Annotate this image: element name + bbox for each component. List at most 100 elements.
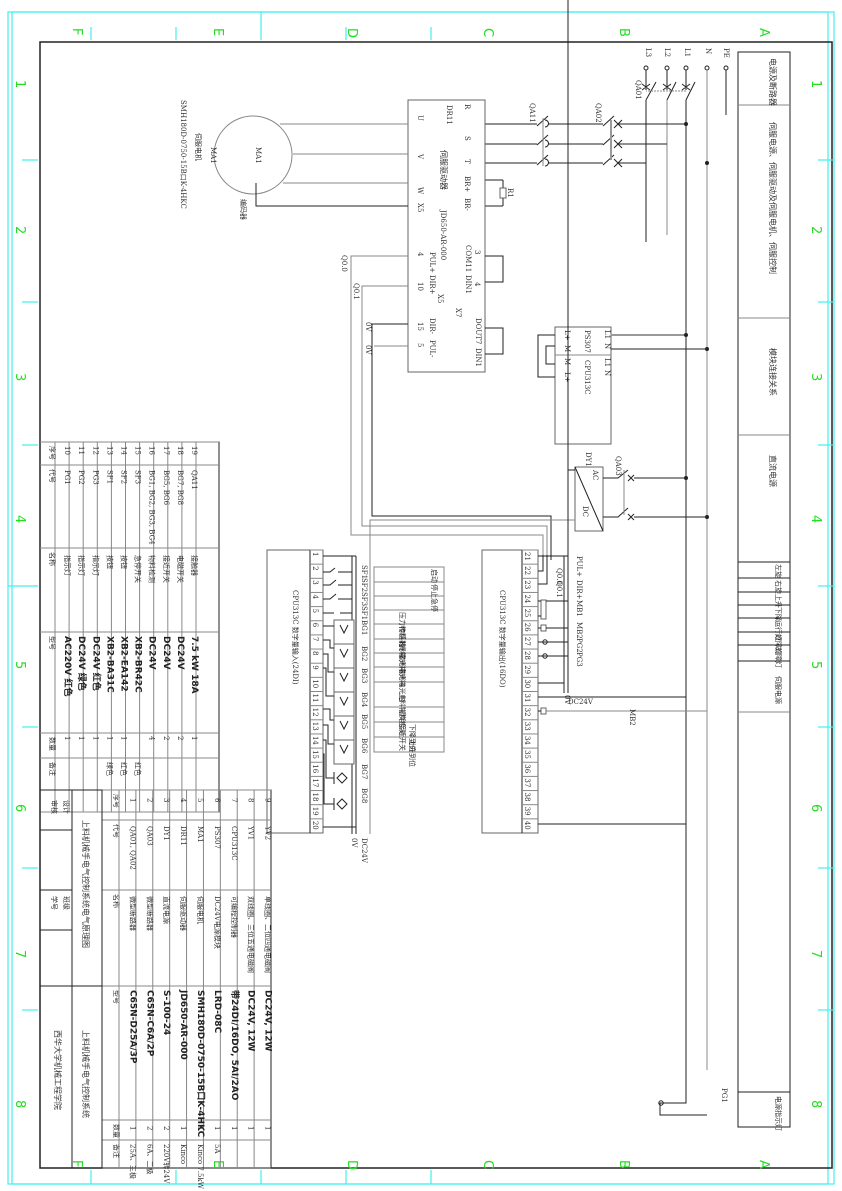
dc-power-supply: AC DC DY1 QA03	[369, 452, 709, 834]
title-block: 审核 设计 学号 班级 上料机械手电气控制系统电气原理图 上料机械手电气控制系统…	[39, 789, 103, 1169]
breaker-qa02-qa11: QA02 QA11	[485, 103, 686, 168]
svg-text:PUL-: PUL-	[428, 340, 436, 358]
bom-header: 序号	[48, 446, 57, 460]
svg-text:Q0.0: Q0.0	[340, 255, 348, 272]
bom-model: DC24V	[161, 636, 171, 670]
terminal-pin: 5	[311, 609, 319, 613]
svg-text:L+: L+	[563, 330, 571, 341]
zone-letters-top: F E D C B A	[69, 28, 771, 38]
terminal-pin: 23	[523, 580, 531, 589]
bom-header: 名称	[112, 894, 121, 908]
bom-header: 名称	[48, 552, 57, 566]
svg-text:上升到位: 上升到位	[408, 739, 417, 767]
review-label: 审核	[50, 800, 59, 814]
svg-text:MB2: MB2	[628, 709, 636, 726]
svg-text:8: 8	[808, 1100, 823, 1108]
power-input: PE N L1 L2 L3 QA01	[634, 48, 730, 1070]
bom-model: XB2-BA31C	[104, 636, 114, 693]
svg-text:初始接近开关: 初始接近开关	[398, 709, 407, 751]
terminal-pin: 6	[311, 623, 319, 628]
svg-text:3: 3	[808, 373, 823, 381]
bom-model: S-100-24	[161, 990, 171, 1035]
svg-text:DIR-: DIR-	[428, 318, 436, 335]
bom-qty: 1	[63, 736, 71, 740]
svg-text:启动: 启动	[430, 569, 439, 583]
bom-code: QA01, QA02	[128, 826, 136, 870]
bom-model: XB2-EA142	[118, 636, 128, 692]
svg-text:Q0.1: Q0.1	[555, 581, 563, 598]
bom-note: 220V转24V	[162, 1144, 171, 1184]
svg-text:D: D	[344, 28, 359, 38]
bom-note: 红色	[119, 762, 128, 776]
svg-text:运行灯: 运行灯	[774, 620, 783, 641]
svg-text:右旋: 右旋	[774, 580, 783, 594]
svg-text:QA02: QA02	[594, 103, 602, 123]
terminal-pin: 24	[523, 594, 531, 603]
zone-letters-bottom: F E D C B A	[69, 1160, 771, 1170]
svg-text:6: 6	[12, 804, 27, 812]
bom-code: BG7, BG8	[176, 470, 184, 505]
bom-no: 5	[196, 798, 204, 802]
bom-no: 1	[128, 798, 136, 802]
svg-text:BG7: BG7	[360, 764, 368, 779]
terminal-pin: 31	[523, 694, 531, 703]
bom-model: 7.5 kW 18A	[189, 636, 199, 694]
terminal-pin: 7	[311, 637, 319, 641]
bom-model: SMH180D-0750-15B口K-4HKC	[195, 990, 206, 1138]
svg-text:编码器: 编码器	[239, 199, 248, 220]
svg-text:7: 7	[808, 950, 823, 958]
svg-text:3: 3	[12, 373, 27, 381]
bom-code: QA11	[190, 470, 198, 490]
terminal-pin: 13	[311, 722, 319, 731]
svg-text:4: 4	[808, 515, 823, 523]
bom-model: C65N-D25A/3P	[127, 990, 137, 1064]
svg-text:N: N	[603, 370, 611, 376]
bom-note: 25A、三极	[128, 1144, 137, 1179]
bom-note: 绿色	[105, 762, 114, 776]
svg-text:C: C	[480, 1160, 495, 1169]
bom-header: 型号	[112, 990, 121, 1004]
bom-no: 12	[91, 446, 99, 455]
bom-code: CPU313C	[230, 826, 238, 861]
bom-qty: 2	[162, 1126, 170, 1130]
svg-text:4: 4	[12, 515, 27, 523]
bom-name: 电磁开关	[176, 555, 185, 583]
bom-header: 序号	[112, 794, 121, 808]
servo-motor: MA1 MA1 伺服电机 SMH180D-0750-15B口K-4HKC 编码器	[179, 100, 408, 220]
svg-text:DIN1: DIN1	[474, 348, 482, 367]
terminal-pin: 2	[311, 566, 319, 570]
design-label: 设计	[62, 800, 71, 814]
svg-text:SMH180D-0750-15B口K-4HKC: SMH180D-0750-15B口K-4HKC	[179, 100, 187, 209]
terminal-pin: 37	[523, 778, 531, 787]
svg-text:BG3: BG3	[360, 668, 368, 683]
bom-no: 4	[179, 798, 187, 803]
svg-text:PE: PE	[722, 48, 730, 58]
bom-qty: 1	[230, 1126, 238, 1130]
svg-text:5: 5	[808, 661, 823, 669]
do-wiring: Q0.0 Q0.1 PUL+ DIR+ MB1 MB2 PG2 PG3 0V D…	[538, 0, 728, 1116]
svg-text:DOUT7: DOUT7	[474, 318, 482, 344]
terminal-pin: 25	[523, 609, 531, 618]
bom-no: 15	[134, 446, 142, 455]
svg-text:10: 10	[416, 282, 424, 291]
bom-no: 13	[105, 446, 113, 455]
fb-power-breakers: 电源及断路器	[768, 58, 778, 106]
terminal-pin: 35	[523, 750, 531, 759]
svg-text:0V: 0V	[350, 838, 358, 848]
svg-text:上升: 上升	[774, 594, 783, 608]
bom-no: 16	[148, 446, 156, 455]
bom-header: 数量	[48, 737, 57, 751]
svg-text:0V: 0V	[364, 322, 372, 332]
svg-text:BG1: BG1	[360, 620, 368, 635]
svg-text:MB1: MB1	[575, 600, 583, 617]
svg-text:X5: X5	[416, 203, 424, 212]
svg-text:CPU313C 数字量输出(16DO): CPU313C 数字量输出(16DO)	[498, 590, 507, 688]
svg-text:S: S	[463, 136, 471, 141]
solenoid-switches	[333, 772, 348, 810]
svg-text:下降: 下降	[774, 607, 783, 621]
class-label: 班级	[62, 896, 71, 910]
bom-note: 5A	[213, 1144, 221, 1154]
bom-code: QA03	[145, 826, 153, 846]
